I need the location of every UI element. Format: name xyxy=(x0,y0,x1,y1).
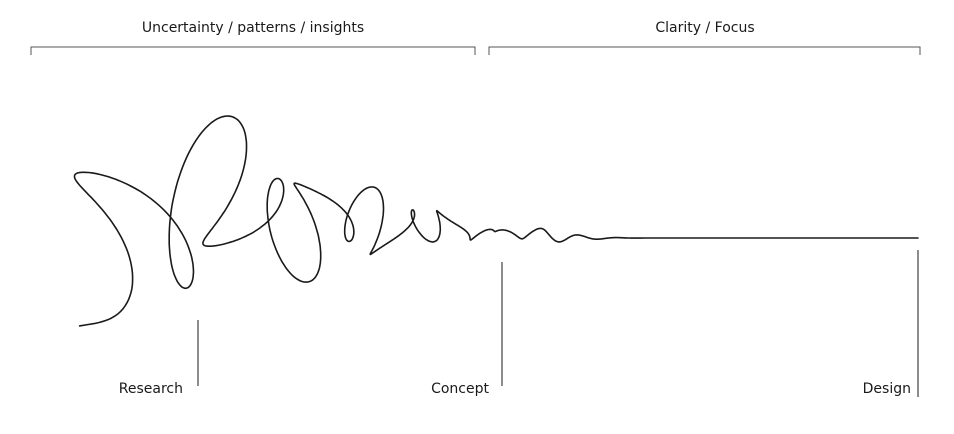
stage-label-design: Design xyxy=(862,381,911,397)
stage-label-concept: Concept xyxy=(431,381,489,397)
bracket-uncertainty xyxy=(30,46,476,55)
phase-label-uncertainty: Uncertainty / patterns / insights xyxy=(141,20,365,36)
phase-label-clarity: Clarity / Focus xyxy=(655,20,755,36)
stage-markers xyxy=(197,250,919,397)
phase-brackets xyxy=(30,46,921,55)
design-squiggle-line xyxy=(73,115,919,327)
stage-label-research: Research xyxy=(118,381,183,397)
bracket-clarity xyxy=(488,46,921,55)
